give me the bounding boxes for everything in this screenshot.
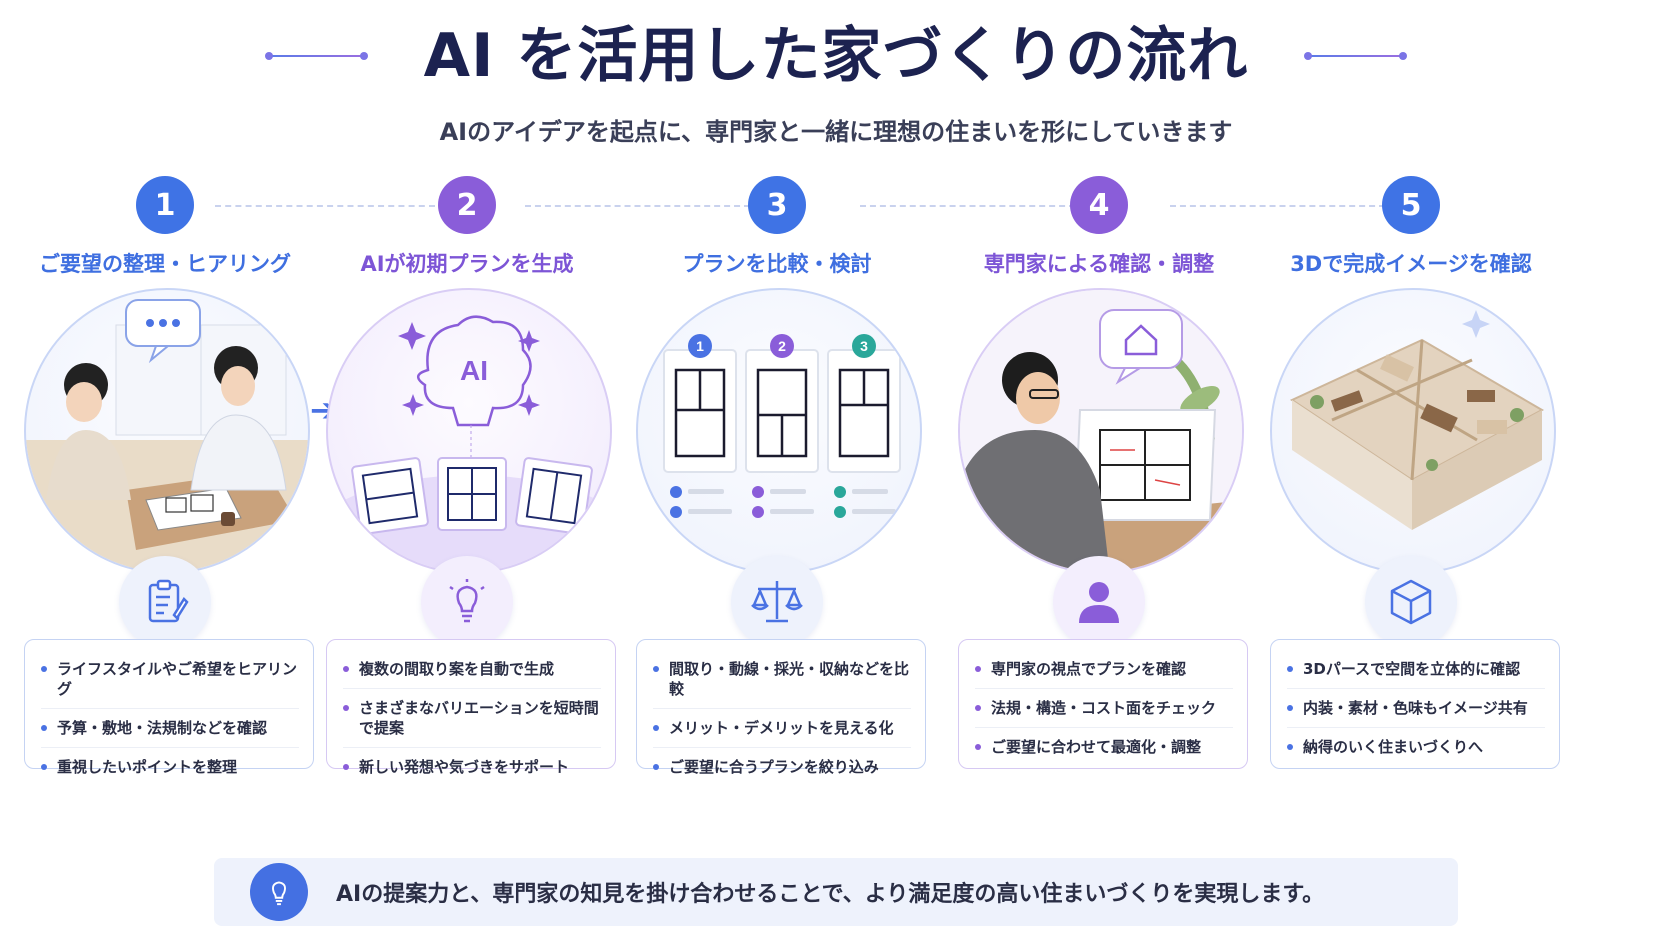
- title-decoration-right: [1304, 52, 1408, 60]
- person-icon: [1053, 556, 1145, 648]
- ai-label: AI: [460, 355, 488, 386]
- step-card: 専門家の視点でプランを確認 法規・構造・コスト面をチェック ご要望に合わせて最適…: [958, 639, 1248, 769]
- lightbulb-icon: [421, 556, 513, 648]
- plan-label-2: 2: [778, 338, 786, 354]
- footer-banner: AIの提案力と、専門家の知見を掛け合わせることで、より満足度の高い住まいづくりを…: [214, 858, 1458, 926]
- list-item: 3Dパースで空間を立体的に確認: [1287, 650, 1545, 689]
- list-item: ライフスタイルやご希望をヒアリング: [41, 650, 299, 709]
- connector-line-1-2: [215, 205, 435, 207]
- step-number-badge: 4: [1070, 176, 1128, 234]
- list-item: メリット・デメリットを見える化: [653, 709, 911, 748]
- list-item: さまざまなバリエーションを短時間で提案: [343, 689, 601, 748]
- footer-text: AIの提案力と、専門家の知見を掛け合わせることで、より満足度の高い住まいづくりを…: [336, 882, 1325, 907]
- consultation-illustration: [24, 288, 310, 574]
- step-title: 専門家による確認・調整: [983, 252, 1215, 276]
- step-title: ご要望の整理・ヒアリング: [39, 252, 291, 276]
- plan-label-3: 3: [860, 338, 868, 354]
- step-number-badge: 2: [438, 176, 496, 234]
- ai-brain-illustration: AI: [326, 288, 612, 574]
- step-number-badge: 5: [1382, 176, 1440, 234]
- list-item: 内装・素材・色味もイメージ共有: [1287, 689, 1545, 728]
- list-item: ご要望に合わせて最適化・調整: [975, 728, 1233, 766]
- step-title: 3Dで完成イメージを確認: [1290, 252, 1532, 276]
- scale-icon: [731, 556, 823, 648]
- list-item: 複数の間取り案を自動で生成: [343, 650, 601, 689]
- list-item: 納得のいく住まいづくりへ: [1287, 728, 1545, 766]
- step-title: AIが初期プランを生成: [360, 252, 574, 276]
- page-title: AI を活用した家づくりの流れ: [423, 21, 1249, 91]
- plan-label-1: 1: [696, 338, 704, 354]
- step-card: 3Dパースで空間を立体的に確認 内装・素材・色味もイメージ共有 納得のいく住まい…: [1270, 639, 1560, 769]
- list-item: 専門家の視点でプランを確認: [975, 650, 1233, 689]
- clipboard-icon: [119, 556, 211, 648]
- header: AI を活用した家づくりの流れ AIのアイデアを起点に、専門家と一緒に理想の住ま…: [0, 14, 1672, 147]
- list-item: 新しい発想や気づきをサポート: [343, 748, 601, 786]
- list-item: 間取り・動線・採光・収納などを比較: [653, 650, 911, 709]
- list-item: 重視したいポイントを整理: [41, 748, 299, 786]
- step-card: ライフスタイルやご希望をヒアリング 予算・敷地・法規制などを確認 重視したいポイ…: [24, 639, 314, 776]
- step-title: プランを比較・検討: [682, 252, 872, 276]
- floorplan-comparison-illustration: 1 2 3: [636, 288, 922, 574]
- step-number-badge: 1: [136, 176, 194, 234]
- title-row: AI を活用した家づくりの流れ: [0, 14, 1672, 98]
- list-item: 予算・敷地・法規制などを確認: [41, 709, 299, 748]
- list-item: ご要望に合うプランを絞り込み: [653, 748, 911, 786]
- expert-review-illustration: [958, 288, 1244, 574]
- page-subtitle: AIのアイデアを起点に、専門家と一緒に理想の住まいを形にしていきます: [439, 118, 1233, 146]
- list-item: 法規・構造・コスト面をチェック: [975, 689, 1233, 728]
- lightbulb-icon: [250, 863, 308, 921]
- 3d-house-illustration: [1270, 288, 1556, 574]
- title-decoration-left: [264, 52, 368, 60]
- cube-icon: [1365, 556, 1457, 648]
- connector-line-2-3: [525, 205, 750, 207]
- connector-line-4-5: [1170, 205, 1395, 207]
- step-card: 複数の間取り案を自動で生成 さまざまなバリエーションを短時間で提案 新しい発想や…: [326, 639, 616, 776]
- connector-line-3-4: [860, 205, 1085, 207]
- step-card: 間取り・動線・採光・収納などを比較 メリット・デメリットを見える化 ご要望に合う…: [636, 639, 926, 776]
- step-number-badge: 3: [748, 176, 806, 234]
